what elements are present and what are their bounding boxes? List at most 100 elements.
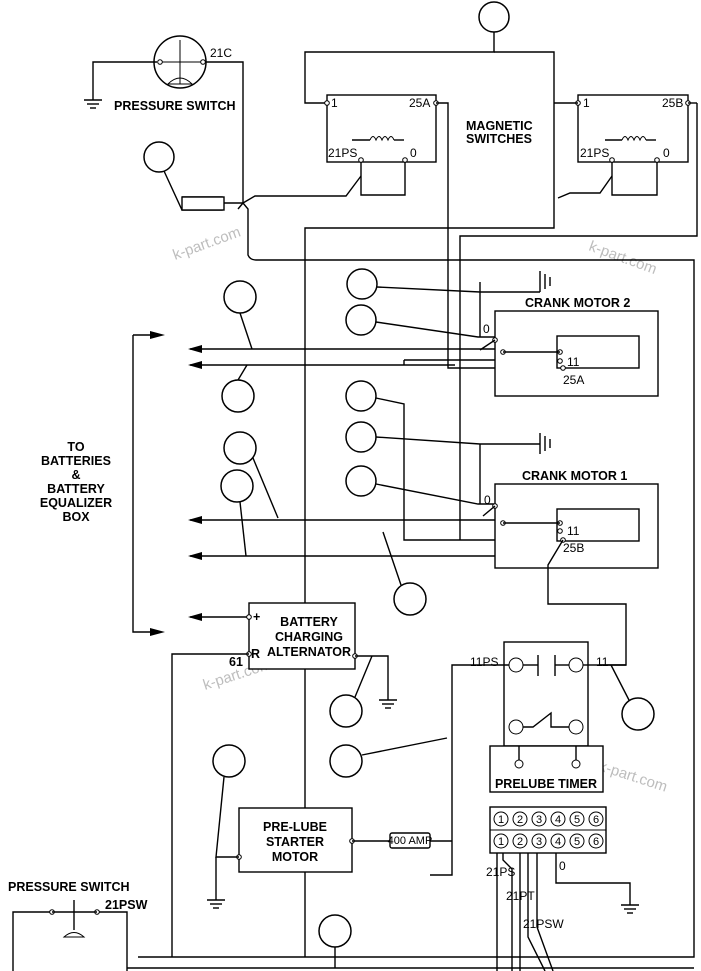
- timer-terminal: [550, 833, 566, 849]
- timer-terminal: [588, 833, 604, 849]
- timer-terminal: [569, 811, 585, 827]
- magnetic-switches-label-l2: SWITCHES: [466, 132, 532, 146]
- callout-circle: [221, 379, 255, 413]
- timer-terminal-label: 4: [555, 814, 561, 826]
- timer-terminal: [569, 833, 585, 849]
- term-21ps-label: 21PS: [580, 146, 609, 160]
- prelube-timer-label: PRELUBE TIMER: [495, 777, 597, 791]
- svg-text:MOTOR: MOTOR: [272, 850, 318, 864]
- pressure-switch-top-label: PRESSURE SWITCH: [114, 99, 236, 113]
- crank-motor-1-label: CRANK MOTOR 1: [522, 469, 627, 483]
- watermark: k-part.com: [597, 758, 670, 796]
- callout-circle: [345, 380, 377, 412]
- callout-circle: [143, 141, 175, 173]
- svg-text:CHARGING: CHARGING: [275, 630, 343, 644]
- svg-text:PRE-LUBE: PRE-LUBE: [263, 820, 327, 834]
- prelube-timer: PRELUBE TIMER: [489, 641, 604, 793]
- timer-terminal-label: 2: [517, 836, 523, 848]
- term-25b-label: 25B: [662, 96, 683, 110]
- callout-circle: [318, 914, 352, 948]
- ground-icon: [379, 699, 397, 709]
- callout-circle: [223, 280, 257, 314]
- timer-terminal-label: 1: [498, 836, 504, 848]
- term-0-label: 0: [559, 859, 566, 873]
- callout-circle: [478, 1, 510, 33]
- term-11-label: 11: [567, 355, 580, 369]
- callout-circle: [345, 465, 377, 497]
- magnetic-switch-b: 1 25B 21PS 0: [575, 94, 691, 163]
- ground-icon: [207, 899, 225, 909]
- timer-terminal-label: 3: [536, 836, 542, 848]
- magnetic-switch-a: 1 25A 21PS 0: [324, 94, 439, 163]
- timer-terminal: [512, 811, 528, 827]
- ground-icon: [539, 433, 551, 454]
- callout-circle: [220, 469, 254, 503]
- term-1-label: 1: [583, 96, 590, 110]
- term-21ps-label: 21PS: [486, 865, 515, 879]
- svg-text:TO: TO: [67, 440, 84, 454]
- svg-text:BATTERIES: BATTERIES: [41, 454, 111, 468]
- timer-terminal-label: 2: [517, 814, 523, 826]
- term-11-label: 11: [567, 524, 580, 538]
- timer-terminal: [493, 833, 509, 849]
- svg-text:&: &: [71, 468, 80, 482]
- watermark: k-part.com: [171, 224, 243, 264]
- term-25b-label: 25B: [563, 541, 584, 555]
- callout-circle: [346, 268, 378, 300]
- term-0-label: 0: [410, 146, 417, 160]
- timer-terminal: [531, 811, 547, 827]
- prelube-starter-motor: PRE-LUBE STARTER MOTOR: [236, 807, 355, 873]
- timer-terminal: [531, 833, 547, 849]
- term-0-label: 0: [663, 146, 670, 160]
- callout-circle: [329, 744, 363, 778]
- timer-terminal-label: 5: [574, 836, 580, 848]
- to-batteries-label: TO BATTERIES & BATTERY EQUALIZER BOX: [40, 440, 112, 524]
- timer-terminal-label: 5: [574, 814, 580, 826]
- svg-text:EQUALIZER: EQUALIZER: [40, 496, 112, 510]
- term-21psw-label: 21PSW: [523, 917, 564, 931]
- term-11ps-label: 11PS: [470, 655, 498, 669]
- callout-circle: [212, 744, 246, 778]
- svg-text:STARTER: STARTER: [266, 835, 324, 849]
- callout-circle: [345, 304, 377, 336]
- timer-terminal-label: 6: [593, 814, 599, 826]
- term-21pt-label: 21PT: [506, 889, 535, 903]
- svg-text:BOX: BOX: [62, 510, 90, 524]
- timer-terminal: [512, 833, 528, 849]
- crank-motor-1: CRANK MOTOR 1 0 11 25B: [484, 469, 659, 569]
- callout-circle: [329, 694, 363, 728]
- term-25a-label: 25A: [409, 96, 430, 110]
- term-0-label: 0: [484, 493, 491, 507]
- svg-text:+: +: [253, 610, 260, 624]
- timer-terminal-label: 1: [498, 814, 504, 826]
- timer-terminal: [493, 811, 509, 827]
- callout-circle: [345, 421, 377, 453]
- term-21c-label: 21C: [210, 46, 232, 60]
- crank-motor-2: CRANK MOTOR 2 0 11 25A: [483, 296, 659, 397]
- timer-terminal-label: 4: [555, 836, 561, 848]
- svg-text:BATTERY: BATTERY: [280, 615, 338, 629]
- callout-circle: [621, 697, 655, 731]
- fuse-400-amp: 400 AMP: [388, 832, 432, 849]
- pressure-switch-bottom-label: PRESSURE SWITCH: [8, 880, 130, 894]
- battery-charging-alternator: + R 61 BATTERY CHARGING ALTERNATOR: [229, 602, 358, 670]
- ground-icon: [621, 904, 639, 914]
- pressure-switch-top: 21C PRESSURE SWITCH: [114, 35, 236, 113]
- term-0-label: 0: [483, 322, 490, 336]
- svg-text:61: 61: [229, 655, 243, 669]
- magnetic-switches-label-l1: MAGNETIC: [466, 119, 533, 133]
- crank-motor-2-label: CRANK MOTOR 2: [525, 296, 630, 310]
- ground-icon: [539, 271, 551, 292]
- sensor-element: [181, 196, 225, 211]
- watermark: k-part.com: [587, 238, 659, 278]
- ground-icon: [84, 99, 102, 109]
- svg-text:R: R: [251, 647, 260, 661]
- term-11-label: 11: [596, 655, 609, 669]
- term-1-label: 1: [331, 96, 338, 110]
- term-25a-label: 25A: [563, 373, 584, 387]
- timer-terminal: [588, 811, 604, 827]
- term-21psw-left-label: 21PSW: [105, 898, 148, 912]
- callout-circle: [223, 431, 257, 465]
